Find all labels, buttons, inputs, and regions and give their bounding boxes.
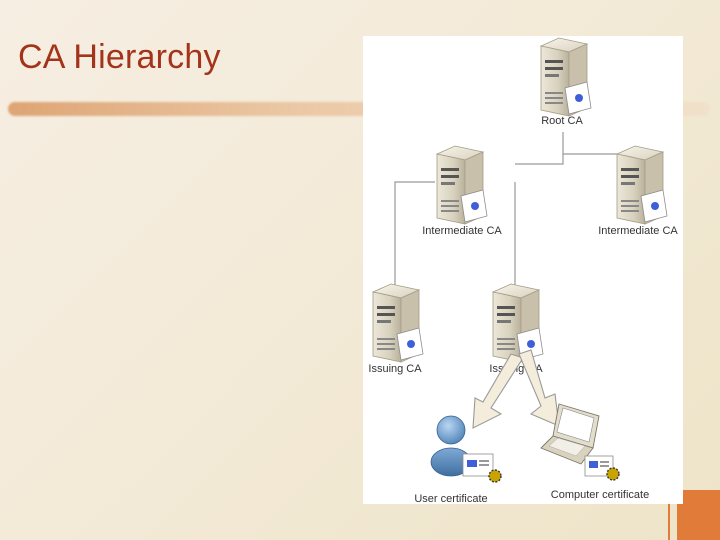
computer-certificate-label: Computer certificate xyxy=(551,489,649,501)
connector-root-left xyxy=(515,154,564,165)
connector-left-branch xyxy=(394,181,435,296)
issuing-ca-left-server-icon xyxy=(372,283,424,363)
computer-certificate-icon xyxy=(584,455,620,481)
corner-accent-block xyxy=(677,490,720,540)
root-ca-label: Root CA xyxy=(541,115,583,127)
issuing-ca-right-server-icon xyxy=(492,283,544,363)
issuance-arrows xyxy=(472,349,560,429)
arrow-to-computer-certificate xyxy=(518,349,560,427)
issuing-ca-left-label: Issuing CA xyxy=(368,363,422,375)
intermediate-ca-left-label: Intermediate CA xyxy=(422,225,502,237)
slide-title: CA Hierarchy xyxy=(18,38,221,76)
laptop-icon xyxy=(540,403,600,465)
intermediate-ca-right-server-icon xyxy=(616,145,668,225)
user-certificate-label: User certificate xyxy=(414,493,487,504)
intermediate-ca-right-label: Intermediate CA xyxy=(598,225,678,237)
intermediate-ca-left-server-icon xyxy=(436,145,488,225)
root-ca-server-icon xyxy=(540,37,592,117)
arrow-to-user-certificate xyxy=(472,353,524,429)
connector-lines xyxy=(394,132,639,298)
user-icon xyxy=(430,415,472,477)
corner-accent-line xyxy=(668,492,670,540)
user-certificate-icon xyxy=(462,453,502,483)
diagram-canvas: Root CA Intermediate CA Intermediate CA … xyxy=(368,37,678,504)
ca-hierarchy-diagram: Root CA Intermediate CA Intermediate CA … xyxy=(363,36,683,504)
